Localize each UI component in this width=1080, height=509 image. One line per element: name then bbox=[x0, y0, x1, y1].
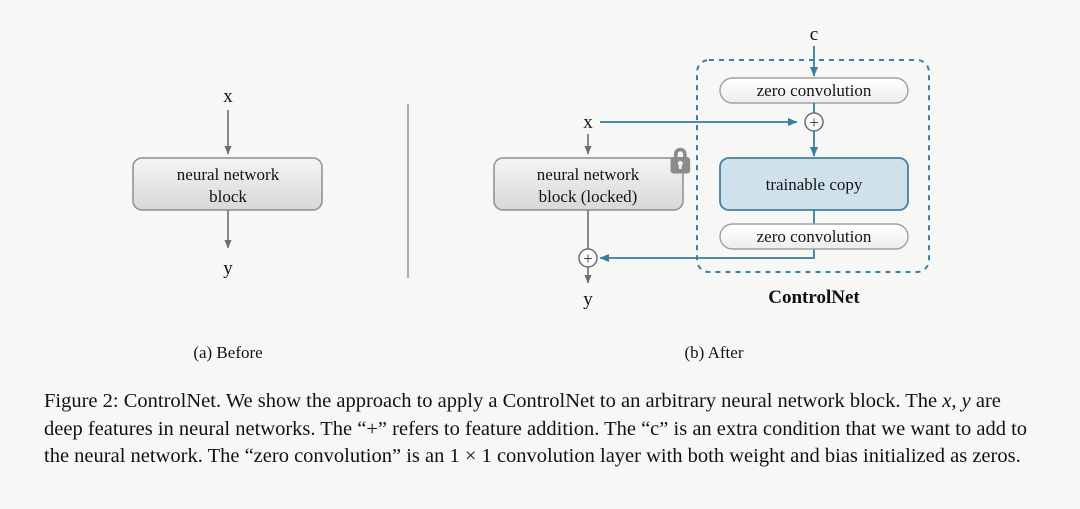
panel-a: x neural network block y (a) Before bbox=[132, 86, 323, 362]
panel-a-block-label-line1: neural network bbox=[177, 165, 280, 184]
controlnet-group-border bbox=[696, 59, 930, 273]
caption-comma: , bbox=[951, 390, 962, 412]
caption-math-y: y bbox=[961, 390, 971, 412]
lock-icon bbox=[670, 147, 691, 174]
locked-block-label-line2: block (locked) bbox=[539, 187, 638, 206]
panel-b-subcaption: (b) After bbox=[684, 343, 743, 362]
caption-line1-rest: We show the approach to apply a ControlN… bbox=[221, 390, 845, 412]
panel-b: c zero convolution x + trainable copy ze… bbox=[493, 24, 930, 362]
caption-math-x: x bbox=[942, 390, 952, 412]
zero-convolution-top-label: zero convolution bbox=[757, 81, 872, 100]
caption-math-1x1: 1 × 1 bbox=[449, 445, 492, 467]
panel-a-subcaption: (a) Before bbox=[193, 343, 262, 362]
caption-seg-d: convolution layer with both weight and b… bbox=[496, 445, 1021, 467]
condition-label: c bbox=[810, 24, 818, 45]
panel-a-block-label-line2: block bbox=[209, 187, 247, 206]
panel-a-input-label: x bbox=[223, 86, 233, 107]
trainable-copy-label: trainable copy bbox=[766, 175, 863, 194]
caption-seg-b: are deep features in neural networks. Th… bbox=[44, 390, 1001, 440]
zero-convolution-bottom-label: zero convolution bbox=[757, 227, 872, 246]
add-node-top-glyph: + bbox=[809, 113, 819, 132]
caption-seg-a: block. The bbox=[849, 390, 943, 412]
panel-a-output-label: y bbox=[223, 258, 233, 279]
locked-block-label-line1: neural network bbox=[537, 165, 640, 184]
caption-seg-c: an extra condition that we want to add t… bbox=[44, 417, 1028, 468]
figure-caption: Figure 2: ControlNet. We show the approa… bbox=[44, 388, 1036, 471]
panel-b-input-label: x bbox=[583, 112, 593, 133]
panel-b-output-label: y bbox=[583, 289, 593, 310]
caption-prefix: Figure 2: ControlNet. bbox=[44, 390, 222, 412]
controlnet-diagram: x neural network block y (a) Before c ze… bbox=[132, 24, 930, 362]
figure-area: x neural network block y (a) Before c ze… bbox=[132, 24, 930, 362]
add-node-bottom-glyph: + bbox=[583, 249, 593, 268]
zero-convolution-bottom bbox=[719, 223, 909, 250]
controlnet-group-label: ControlNet bbox=[768, 287, 860, 308]
